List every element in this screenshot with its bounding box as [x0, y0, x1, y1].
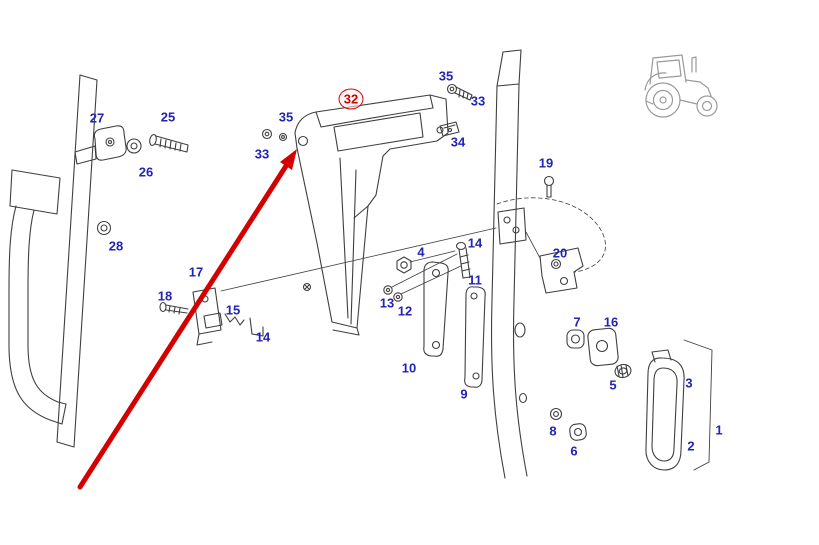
part-label-15[interactable]: 15: [225, 302, 241, 318]
part-label-14-a[interactable]: 14: [255, 329, 271, 345]
part-label-16[interactable]: 16: [603, 314, 619, 330]
latch-mount-20: [496, 197, 606, 294]
tractor-icon: [644, 54, 718, 118]
screw-small-mid: [302, 282, 312, 292]
part-label-20[interactable]: 20: [552, 245, 568, 261]
plate-27: [93, 125, 127, 161]
part-label-25[interactable]: 25: [160, 109, 176, 125]
bolt-14-11: [455, 241, 471, 279]
part-label-9[interactable]: 9: [460, 386, 468, 402]
bracket-32: [294, 94, 449, 336]
highlight-arrow: [77, 149, 297, 490]
ring-6: [569, 423, 587, 441]
part-label-10[interactable]: 10: [401, 360, 417, 376]
door-handle-3: [645, 349, 685, 471]
part-label-1[interactable]: 1: [715, 422, 723, 438]
screw-35-right: [446, 83, 473, 101]
part-label-4[interactable]: 4: [417, 244, 425, 260]
part-label-26[interactable]: 26: [138, 164, 154, 180]
part-label-13[interactable]: 13: [379, 295, 395, 311]
part-label-18[interactable]: 18: [157, 288, 173, 304]
part-label-6[interactable]: 6: [570, 443, 578, 459]
spring-15: [224, 313, 245, 326]
clip-14-left: [249, 317, 264, 337]
part-label-32-highlighted[interactable]: 32: [338, 88, 364, 110]
washer-12: [393, 292, 403, 302]
grommet-5: [614, 363, 632, 379]
part-label-2[interactable]: 2: [687, 438, 695, 454]
nut-4: [396, 256, 412, 274]
part-label-28[interactable]: 28: [108, 238, 124, 254]
door-frame-right: [490, 49, 528, 479]
door-frame-left: [56, 74, 98, 448]
plate-16: [587, 327, 619, 367]
part-label-8[interactable]: 8: [549, 423, 557, 439]
nut-28: [96, 220, 112, 236]
screw-25: [149, 134, 189, 153]
part-label-34[interactable]: 34: [450, 134, 466, 150]
grab-handle: [8, 169, 67, 425]
part-label-19[interactable]: 19: [538, 155, 554, 171]
part-label-3[interactable]: 3: [685, 375, 693, 391]
part-label-33-a[interactable]: 33: [254, 146, 270, 162]
washer-33-left: [278, 132, 288, 142]
part-label-5[interactable]: 5: [609, 377, 617, 393]
bolt-19: [543, 175, 555, 198]
part-label-12[interactable]: 12: [397, 303, 413, 319]
link-9: [464, 286, 486, 388]
part-label-27[interactable]: 27: [89, 110, 105, 126]
part-label-35-b[interactable]: 35: [438, 68, 454, 84]
part-label-11[interactable]: 11: [468, 272, 482, 288]
part-label-33-b[interactable]: 33: [470, 93, 486, 109]
part-label-7[interactable]: 7: [573, 314, 581, 330]
link-10: [423, 261, 449, 357]
screw-18: [159, 301, 189, 315]
washer-13: [383, 285, 393, 295]
part-label-17[interactable]: 17: [188, 264, 204, 280]
striker-17: [192, 287, 223, 346]
leader-lines: [220, 227, 497, 295]
clip-34: [439, 121, 460, 137]
part-label-35-a[interactable]: 35: [278, 109, 294, 125]
washer-26: [126, 138, 142, 154]
washer-8: [549, 407, 563, 421]
ring-7: [566, 329, 585, 349]
washer-35-left: [261, 128, 273, 140]
part-label-14-b[interactable]: 14: [467, 235, 483, 251]
group-bracket-1: [683, 339, 713, 471]
